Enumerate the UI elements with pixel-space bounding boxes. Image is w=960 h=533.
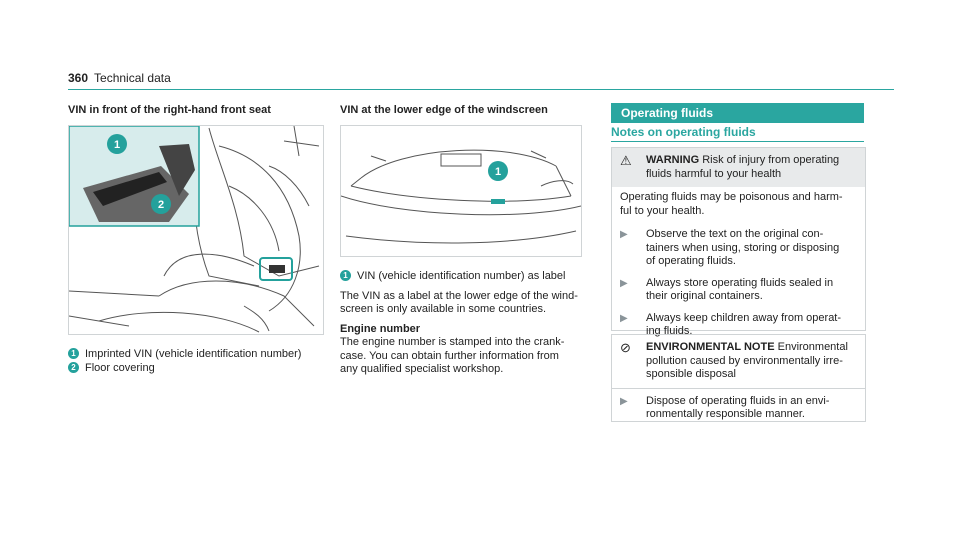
bullet-triangle-icon: ▶: [620, 312, 628, 324]
environment-box: ⊘ ENVIRONMENTAL NOTE Environmental pollu…: [611, 334, 866, 422]
bullet-triangle-icon: ▶: [620, 229, 628, 240]
engine-paragraph: The engine number is stamped into the cr…: [340, 336, 565, 375]
warning-triangle-icon: ⚠: [620, 153, 632, 168]
warning-bullets: ▶ Observe the text on the original con-t…: [612, 218, 865, 339]
page-number: 360: [68, 71, 89, 85]
environment-leaf-icon: ⊘: [620, 340, 631, 355]
subheading: Notes on operating fluids: [611, 125, 756, 139]
list-item: ▶ Observe the text on the original con-t…: [612, 228, 857, 269]
warning-header: ⚠ WARNING Risk of injury from operating …: [612, 148, 865, 187]
bullet-triangle-icon: ▶: [620, 395, 628, 407]
svg-text:1: 1: [495, 166, 501, 178]
environment-header: ⊘ ENVIRONMENTAL NOTE Environmental pollu…: [620, 340, 848, 380]
section-name: Technical data: [94, 71, 171, 85]
seat-illustration: 1 2: [68, 125, 324, 335]
callout-badge: 1: [340, 270, 351, 281]
list-item: ▶ Dispose of operating fluids in an envi…: [612, 389, 865, 422]
seat-vin-drawing: 1 2: [69, 126, 320, 333]
section-title-bar: Operating fluids: [611, 103, 864, 123]
warning-box: ⚠ WARNING Risk of injury from operating …: [611, 147, 866, 337]
page-header: 360 Technical data: [68, 71, 171, 85]
windscreen-illustration: 1: [340, 125, 582, 257]
callout-badge: 2: [68, 362, 79, 373]
svg-text:2: 2: [158, 199, 164, 211]
vin-paragraph: The VIN as a label at the lower edge of …: [340, 289, 578, 316]
windscreen-drawing: 1: [341, 149, 581, 244]
warning-body: Operating fluids may be poisonous and ha…: [620, 191, 843, 217]
list-item: ▶ Always store operating fluids sealed i…: [612, 277, 857, 304]
callout-badge: 1: [68, 348, 79, 359]
subheading-rule: [611, 141, 864, 142]
bullet-triangle-icon: ▶: [620, 277, 628, 289]
environment-label: ENVIRONMENTAL NOTE: [646, 341, 775, 353]
warning-label: WARNING: [646, 154, 700, 166]
svg-text:1: 1: [114, 139, 120, 151]
header-rule: [68, 89, 894, 90]
engine-heading: Engine number: [340, 322, 421, 335]
divider: [612, 387, 865, 389]
left-heading: VIN in front of the right-hand front sea…: [68, 104, 271, 116]
middle-heading: VIN at the lower edge of the windscreen: [340, 104, 548, 116]
